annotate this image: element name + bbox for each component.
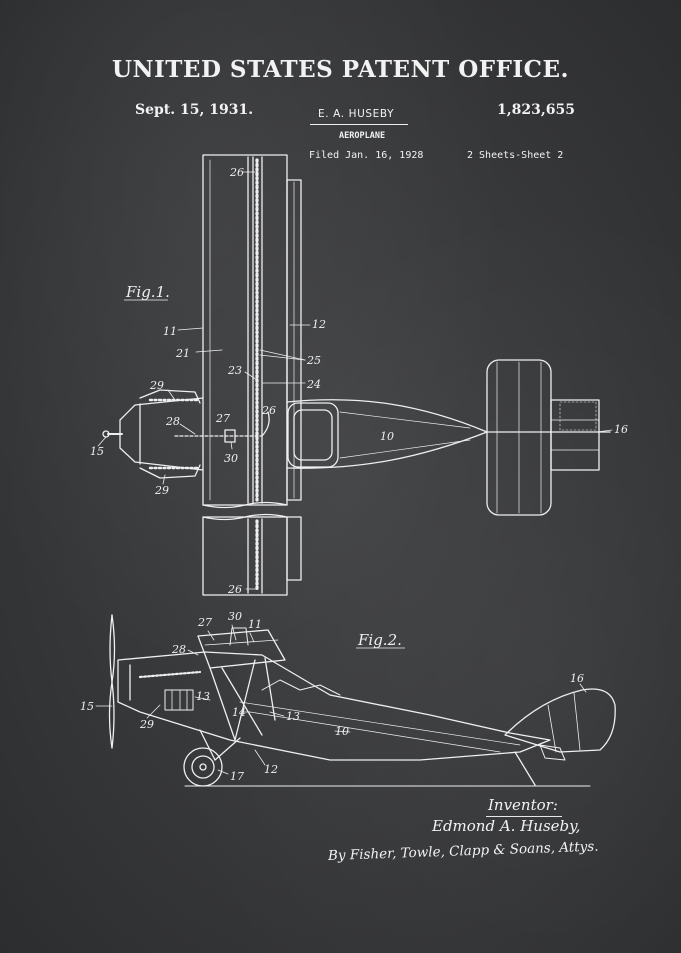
ref2-16: 16 [570, 672, 584, 685]
fig-1-label: Fig.1. [125, 283, 170, 301]
ref2-13a: 13 [196, 690, 210, 703]
sheet-count: 2 Sheets-Sheet 2 [467, 150, 564, 161]
patent-title: AEROPLANE [339, 131, 386, 141]
ref2-11: 11 [248, 618, 262, 631]
ref-21: 21 [175, 347, 190, 360]
ref-15: 15 [90, 445, 104, 458]
ref-16: 16 [614, 423, 628, 436]
ref2-29: 29 [139, 718, 154, 731]
inventor-label: Inventor: [488, 796, 558, 814]
header-rule [310, 124, 408, 125]
patent-date: Sept. 15, 1931. [135, 102, 254, 118]
ref-24: 24 [306, 378, 321, 391]
fig-2-label: Fig.2. [357, 631, 402, 649]
ref-26-mid: 26 [261, 404, 276, 417]
inventor-signature: Edmond A. Huseby, [432, 817, 581, 835]
ref-23: 23 [227, 364, 242, 377]
ref2-27: 27 [197, 616, 212, 629]
filed-date: Filed Jan. 16, 1928 [309, 150, 424, 161]
ref-26-top: 26 [229, 166, 244, 179]
ref2-12: 12 [264, 763, 278, 776]
ref-11: 11 [163, 325, 177, 338]
ref-12: 12 [312, 318, 326, 331]
ref-28: 28 [165, 415, 180, 428]
ref2-28: 28 [171, 643, 186, 656]
ref-27: 27 [215, 412, 230, 425]
ref-10: 10 [380, 430, 394, 443]
ref2-17: 17 [230, 770, 244, 783]
ref2-30: 30 [228, 610, 242, 623]
ref2-13b: 13 [286, 710, 300, 723]
ref-29-top: 29 [149, 379, 164, 392]
ref-29-bottom: 29 [154, 484, 169, 497]
inventor-label-rule [486, 816, 562, 817]
ref-26-bottom: 26 [227, 583, 242, 596]
ref2-15: 15 [80, 700, 94, 713]
ref2-14: 14 [232, 706, 246, 719]
office-title: UNITED STATES PATENT OFFICE. [111, 56, 570, 83]
patent-number: 1,823,655 [497, 102, 575, 118]
inventor-header: E. A. HUSEBY [318, 108, 395, 120]
ref-25: 25 [306, 354, 321, 367]
ref-30: 30 [224, 452, 238, 465]
ref2-10: 10 [335, 725, 349, 738]
